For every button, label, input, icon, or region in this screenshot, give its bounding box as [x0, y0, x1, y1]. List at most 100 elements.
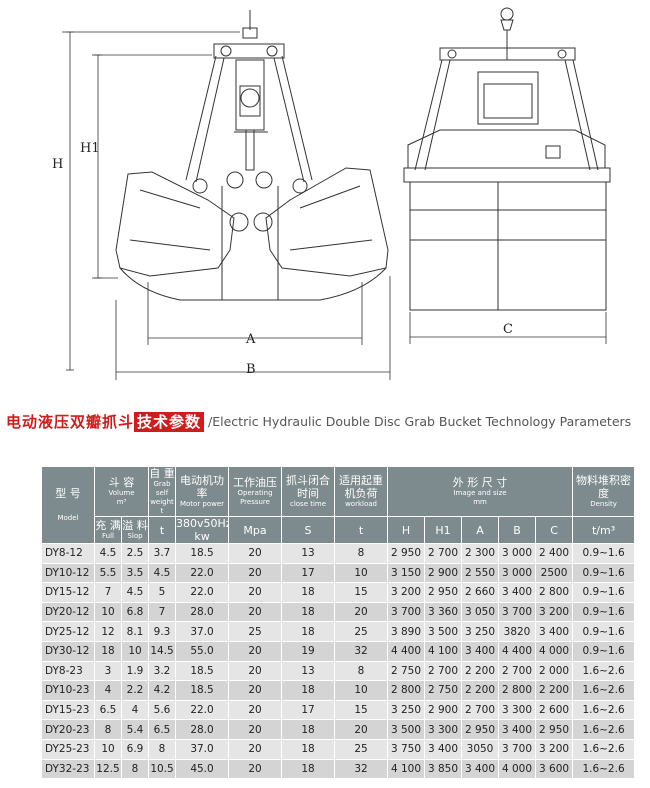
table-cell: 17 — [281, 699, 336, 721]
model-cell: DY30-12 — [41, 640, 95, 662]
table-cell: 3 050 — [461, 601, 500, 623]
table-cell: 2 550 — [461, 562, 500, 584]
table-cell: 15 — [334, 582, 389, 603]
table-cell: 1.6~2.6 — [572, 738, 636, 760]
table-cell: 2 200 — [461, 660, 500, 682]
table-cell: 8 — [120, 758, 150, 780]
table-cell: 22.0 — [175, 699, 230, 721]
table-cell: 10.5 — [148, 758, 177, 780]
th-close-unit: S — [281, 516, 336, 544]
table-cell: 12.5 — [94, 758, 122, 780]
dim-b-label: B — [246, 362, 256, 377]
table-cell: 4 000 — [498, 758, 537, 780]
table-cell: 45.0 — [175, 758, 230, 780]
table-cell: 2 400 — [535, 543, 574, 564]
table-cell: 6.8 — [120, 601, 150, 623]
table-cell: 15 — [334, 699, 389, 721]
th-motor: 电动机功率 Motor power — [175, 466, 230, 517]
table-cell: 8 — [334, 660, 389, 682]
th-workload-unit: t — [334, 516, 389, 544]
table-cell: 8 — [334, 543, 389, 564]
front-dimensions — [62, 31, 391, 380]
model-cell: DY25-12 — [41, 621, 95, 642]
table-cell: 55.0 — [175, 640, 230, 662]
table-cell: 1.6~2.6 — [572, 758, 636, 780]
table-cell: 3 150 — [387, 562, 426, 584]
table-cell: 20 — [334, 601, 389, 623]
grab-bucket-drawing: H H1 A B C — [52, 7, 611, 380]
table-cell: 18.5 — [175, 680, 230, 701]
table-cell: 4.5 — [94, 543, 122, 564]
table-cell: 2 700 — [498, 660, 537, 682]
table-cell: 13 — [281, 660, 336, 682]
table-cell: 14.5 — [148, 640, 177, 662]
table-cell: 6.5 — [94, 699, 122, 721]
table-cell: 13 — [281, 543, 336, 564]
model-cell: DY25-23 — [41, 738, 95, 760]
table-cell: 18 — [281, 601, 336, 623]
table-cell: 0.9~1.6 — [572, 543, 636, 564]
th-motor-unit: 380v50Hz kw — [175, 516, 230, 544]
dim-c-label: C — [503, 322, 513, 337]
title-cn-boxed: 技术参数 — [134, 412, 205, 432]
table-cell: 0.9~1.6 — [572, 621, 636, 642]
table-cell: 4 — [120, 699, 150, 721]
table-cell: 18 — [94, 640, 122, 662]
table-cell: 32 — [334, 758, 389, 780]
side-dimensions — [409, 312, 607, 344]
table-cell: 18 — [281, 738, 336, 760]
table-cell: 3 400 — [498, 719, 537, 740]
table-cell: 25 — [334, 738, 389, 760]
table-cell: 17 — [281, 562, 336, 584]
table-cell: 12 — [94, 621, 122, 642]
table-cell: 6.5 — [148, 719, 177, 740]
table-cell: 5.6 — [148, 699, 177, 721]
table-cell: 3 250 — [461, 621, 500, 642]
table-cell: 2 950 — [461, 719, 500, 740]
table-cell: 3 — [94, 660, 122, 682]
table-cell: 2 000 — [535, 660, 574, 682]
table-cell: 3 000 — [498, 543, 537, 564]
table-cell: 2500 — [535, 562, 574, 584]
table-cell: 20 — [228, 582, 283, 603]
table-cell: 3 400 — [424, 738, 463, 760]
table-cell: 37.0 — [175, 621, 230, 642]
table-cell: 20 — [334, 719, 389, 740]
table-cell: 8.1 — [120, 621, 150, 642]
table-cell: 8 — [94, 719, 122, 740]
table-cell: 20 — [228, 640, 283, 662]
th-h1: H1 — [424, 516, 463, 544]
table-cell: 2 750 — [424, 680, 463, 701]
table-cell: 2 800 — [498, 680, 537, 701]
table-cell: 3050 — [461, 738, 500, 760]
table-cell: 18 — [281, 719, 336, 740]
table-cell: 5.4 — [120, 719, 150, 740]
table-cell: 2 660 — [461, 582, 500, 603]
table-cell: 3 750 — [387, 738, 426, 760]
th-model: 型 号 Model — [41, 466, 95, 544]
table-cell: 8 — [148, 738, 177, 760]
table-cell: 2 700 — [424, 660, 463, 682]
table-cell: 22.0 — [175, 582, 230, 603]
table-cell: 20 — [228, 758, 283, 780]
table-cell: 4 100 — [424, 640, 463, 662]
table-cell: 3.5 — [120, 562, 150, 584]
table-cell: 3 400 — [461, 640, 500, 662]
table-cell: 4 400 — [498, 640, 537, 662]
table-cell: 3820 — [498, 621, 537, 642]
table-cell: 3 300 — [498, 699, 537, 721]
table-cell: 2 200 — [535, 680, 574, 701]
table-cell: 2 900 — [424, 699, 463, 721]
table-cell: 3 850 — [424, 758, 463, 780]
table-cell: 9.3 — [148, 621, 177, 642]
